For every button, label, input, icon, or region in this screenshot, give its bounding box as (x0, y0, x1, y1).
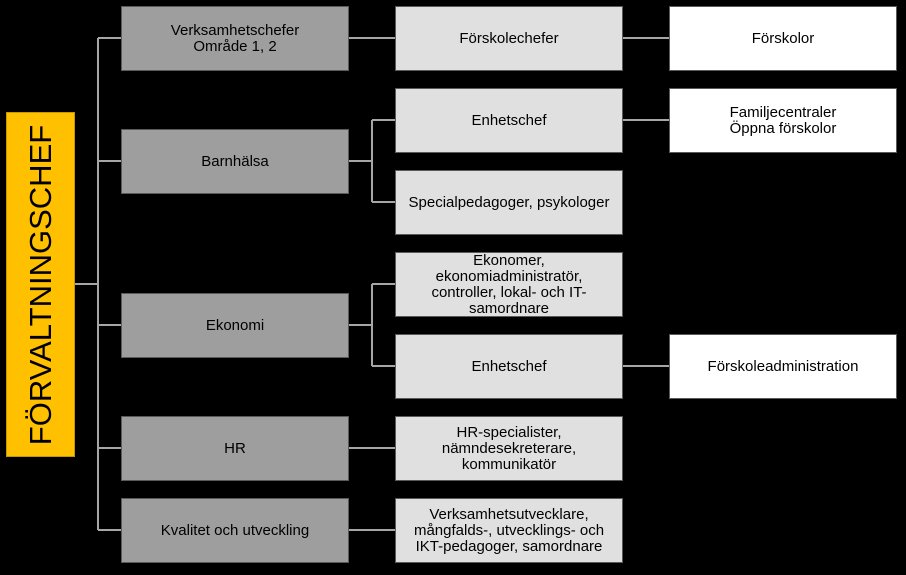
level1-box-kvalitet: Kvalitet och utveckling (121, 498, 349, 563)
level2-box-forskolechefer: Förskolechefer (395, 6, 623, 71)
level2-box-verksamhetsutvecklare: Verksamhetsutvecklare, mångfalds-, utvec… (395, 498, 623, 563)
level1-box-ekonomi: Ekonomi (121, 293, 349, 358)
level1-box-verksamhetschefer: Verksamhetschefer Område 1, 2 (121, 6, 349, 71)
level2-box-enhetschef-barnhalsa: Enhetschef (395, 88, 623, 153)
level1-box-barnhalsa: Barnhälsa (121, 129, 349, 194)
root-label: FÖRVALTNINGSCHEF (22, 124, 58, 445)
level2-box-specialpedagoger: Specialpedagoger, psykologer (395, 170, 623, 235)
level3-box-forskoleadministration: Förskoleadministration (669, 334, 897, 399)
level3-box-familjecentraler: Familjecentraler Öppna förskolor (669, 88, 897, 153)
level2-box-hr-specialister: HR-specialister, nämndesekreterare, komm… (395, 416, 623, 481)
root-box: FÖRVALTNINGSCHEF (6, 112, 75, 457)
level1-box-hr: HR (121, 416, 349, 481)
level2-box-ekonomer: Ekonomer, ekonomiadministratör, controll… (395, 252, 623, 317)
level3-box-forskolor: Förskolor (669, 6, 897, 71)
level2-box-enhetschef-ekonomi: Enhetschef (395, 334, 623, 399)
